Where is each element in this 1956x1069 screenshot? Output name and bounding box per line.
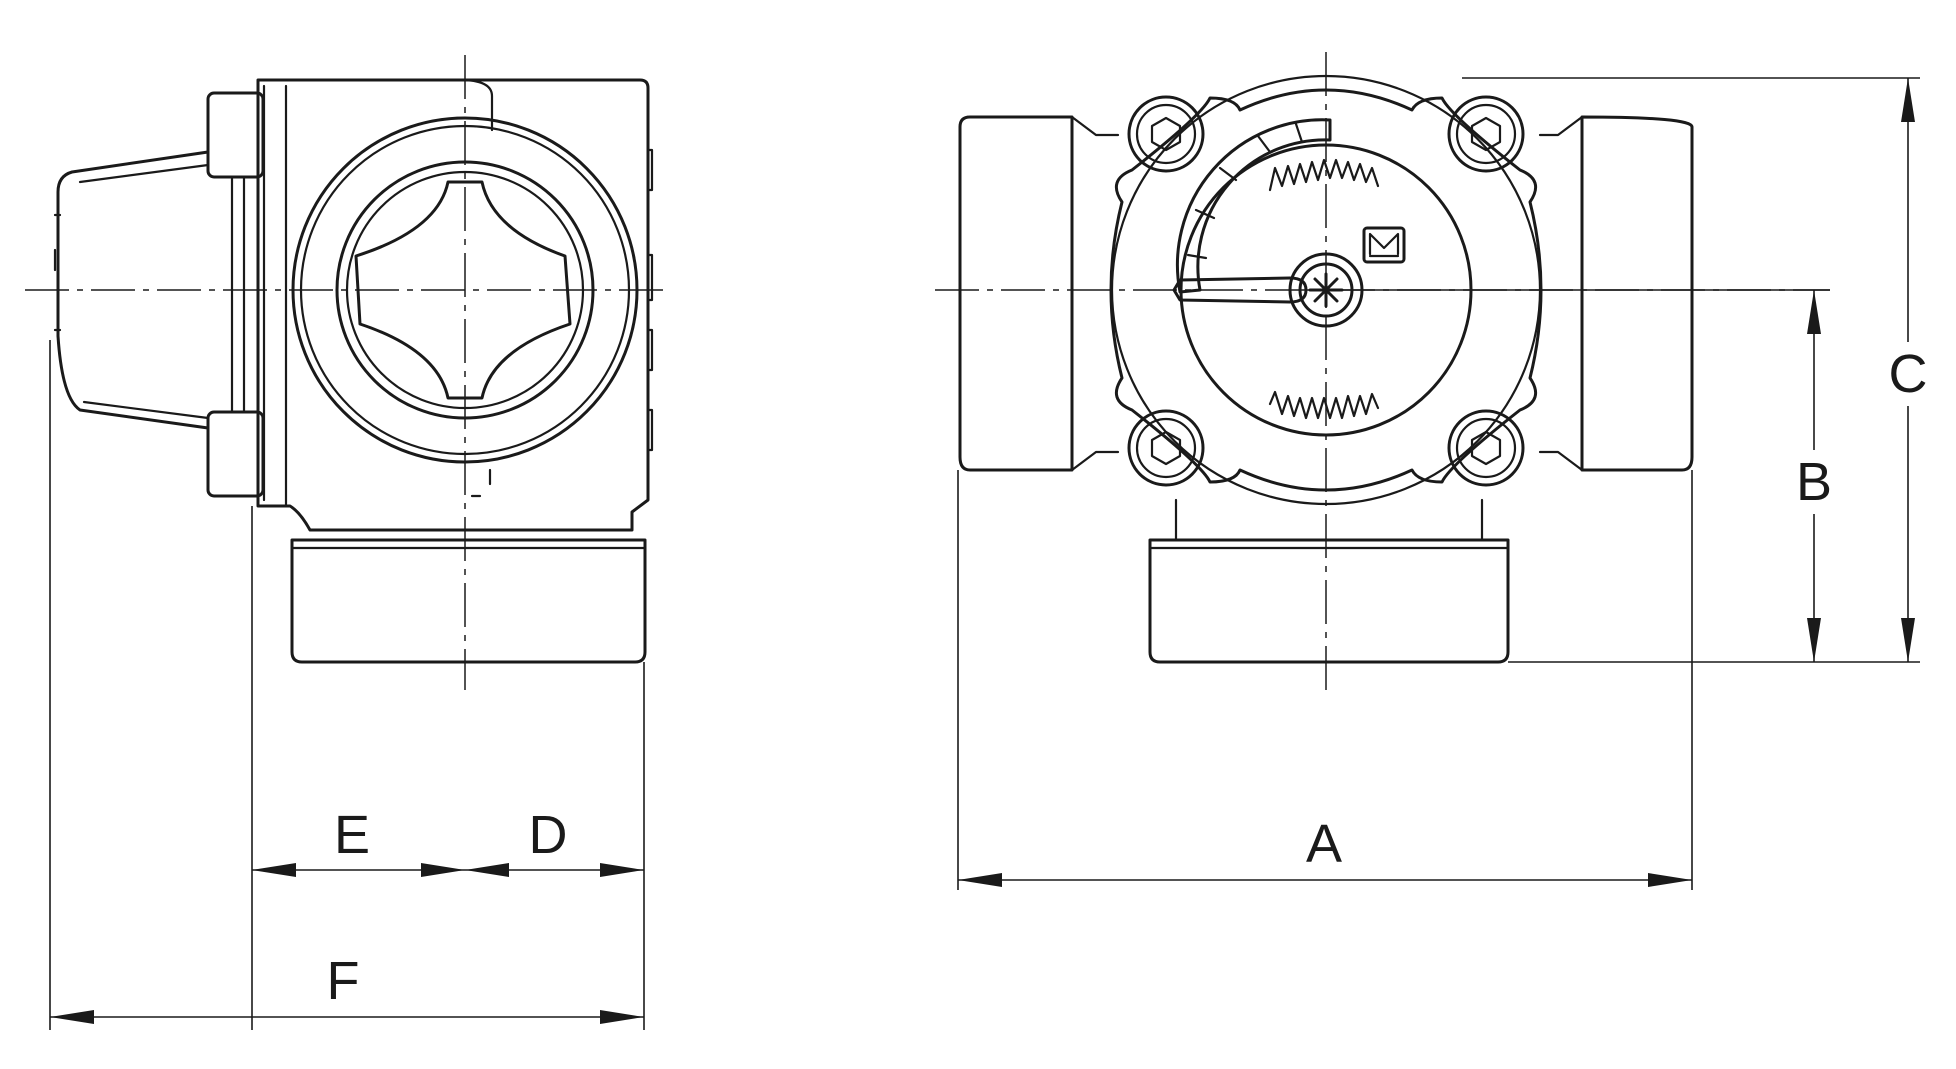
- actuator-knob: [56, 150, 210, 430]
- dim-label-f: F: [327, 951, 360, 1011]
- lower-mount-block: [206, 410, 265, 498]
- bolt-bottom-left: [1127, 409, 1205, 487]
- upper-mount-block: [206, 91, 265, 179]
- arrow-d-right: [600, 863, 644, 877]
- dial-tick-marks-top: [1268, 158, 1380, 192]
- right-port: [1580, 115, 1694, 472]
- dimension-labels: F E D A B C: [327, 342, 1934, 1011]
- dial-tick-marks-bottom: [1268, 390, 1380, 420]
- arrow-c-bottom: [1901, 618, 1915, 662]
- bolt-bottom-right: [1447, 409, 1525, 487]
- valve-plug-shape: [354, 180, 572, 400]
- arrow-d-left: [465, 863, 509, 877]
- dim-label-b: B: [1796, 452, 1832, 512]
- bolt-top-right: [1447, 95, 1525, 173]
- front-body-flange: [1109, 88, 1543, 492]
- arrow-c-top: [1901, 78, 1915, 122]
- dim-label-b-backdrop: [1789, 450, 1839, 514]
- dial-scale-segments: [1175, 118, 1332, 294]
- side-view: [53, 78, 654, 664]
- arrow-b-bottom: [1807, 618, 1821, 662]
- dimension-lines: [49, 77, 1920, 1030]
- arrow-b-top: [1807, 290, 1821, 334]
- side-body: [256, 78, 650, 532]
- arrow-e-right: [421, 863, 465, 877]
- left-port: [958, 115, 1074, 472]
- arrow-f-right: [600, 1010, 644, 1024]
- dim-label-c-backdrop: [1882, 342, 1934, 406]
- arrow-e-left: [252, 863, 296, 877]
- arrow-a-right: [1648, 873, 1692, 887]
- side-bottom-port: [290, 538, 647, 664]
- arrow-f-left: [50, 1010, 94, 1024]
- arrow-a-left: [958, 873, 1002, 887]
- dim-label-a: A: [1306, 814, 1342, 874]
- logo-mark: [1362, 226, 1406, 264]
- dim-label-e: E: [334, 805, 370, 865]
- dim-label-c: C: [1889, 344, 1928, 404]
- front-bottom-port: [1148, 538, 1510, 664]
- dim-label-d: D: [529, 805, 568, 865]
- center-lines: [25, 52, 1830, 690]
- bolt-top-left: [1127, 95, 1205, 173]
